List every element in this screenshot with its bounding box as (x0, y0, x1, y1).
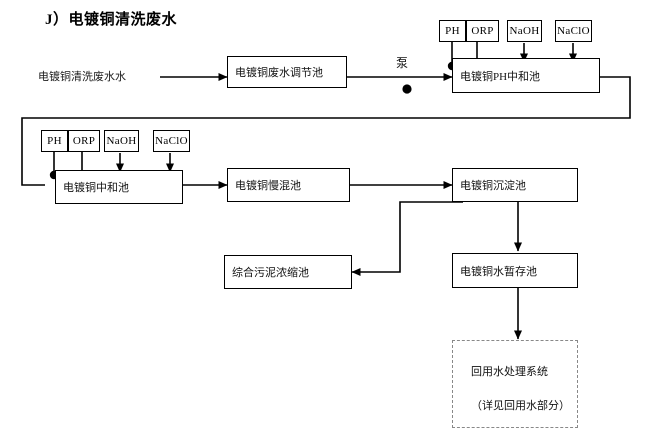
dosing-box-naclo-mid[interactable]: NaClO (153, 130, 190, 152)
wire-ph-neutral-to-neutral-tank (21, 76, 631, 186)
node-sediment-tank[interactable]: 电镀铜沉淀池 (452, 168, 578, 202)
reuse-system-line2: （详见回用水部分） (471, 400, 570, 412)
dosing-box-orp-mid[interactable]: ORP (68, 130, 100, 152)
dosing-box-ph-mid[interactable]: PH (41, 130, 68, 152)
dosing-box-orp-top[interactable]: ORP (466, 20, 499, 42)
dosing-box-naoh-top[interactable]: NaOH (507, 20, 542, 42)
wire-sediment-to-sludge (351, 201, 463, 276)
inlet-label: 电镀铜清洗废水水 (38, 71, 126, 83)
node-ph-neutral-tank[interactable]: 电镀铜PH中和池 (452, 58, 600, 93)
dosing-box-ph-top[interactable]: PH (439, 20, 466, 42)
node-neutral-tank[interactable]: 电镀铜中和池 (55, 170, 183, 204)
reuse-system-line1: 回用水处理系统 (471, 366, 548, 378)
node-adjust-tank[interactable]: 电镀铜废水调节池 (227, 56, 347, 88)
node-reuse-water-system[interactable]: 回用水处理系统 （详见回用水部分） (452, 340, 578, 428)
dosing-box-naclo-top[interactable]: NaClO (555, 20, 592, 42)
dosing-box-naoh-mid[interactable]: NaOH (104, 130, 139, 152)
node-slow-mix-tank[interactable]: 电镀铜慢混池 (227, 168, 350, 202)
node-sludge-thickener[interactable]: 综合污泥浓缩池 (224, 255, 352, 289)
diagram-title: J）电镀铜清洗废水 (45, 12, 178, 28)
pump-label: 泵 (396, 56, 409, 70)
pump-dot-top (402, 84, 412, 94)
node-storage-tank[interactable]: 电镀铜水暂存池 (452, 253, 578, 288)
